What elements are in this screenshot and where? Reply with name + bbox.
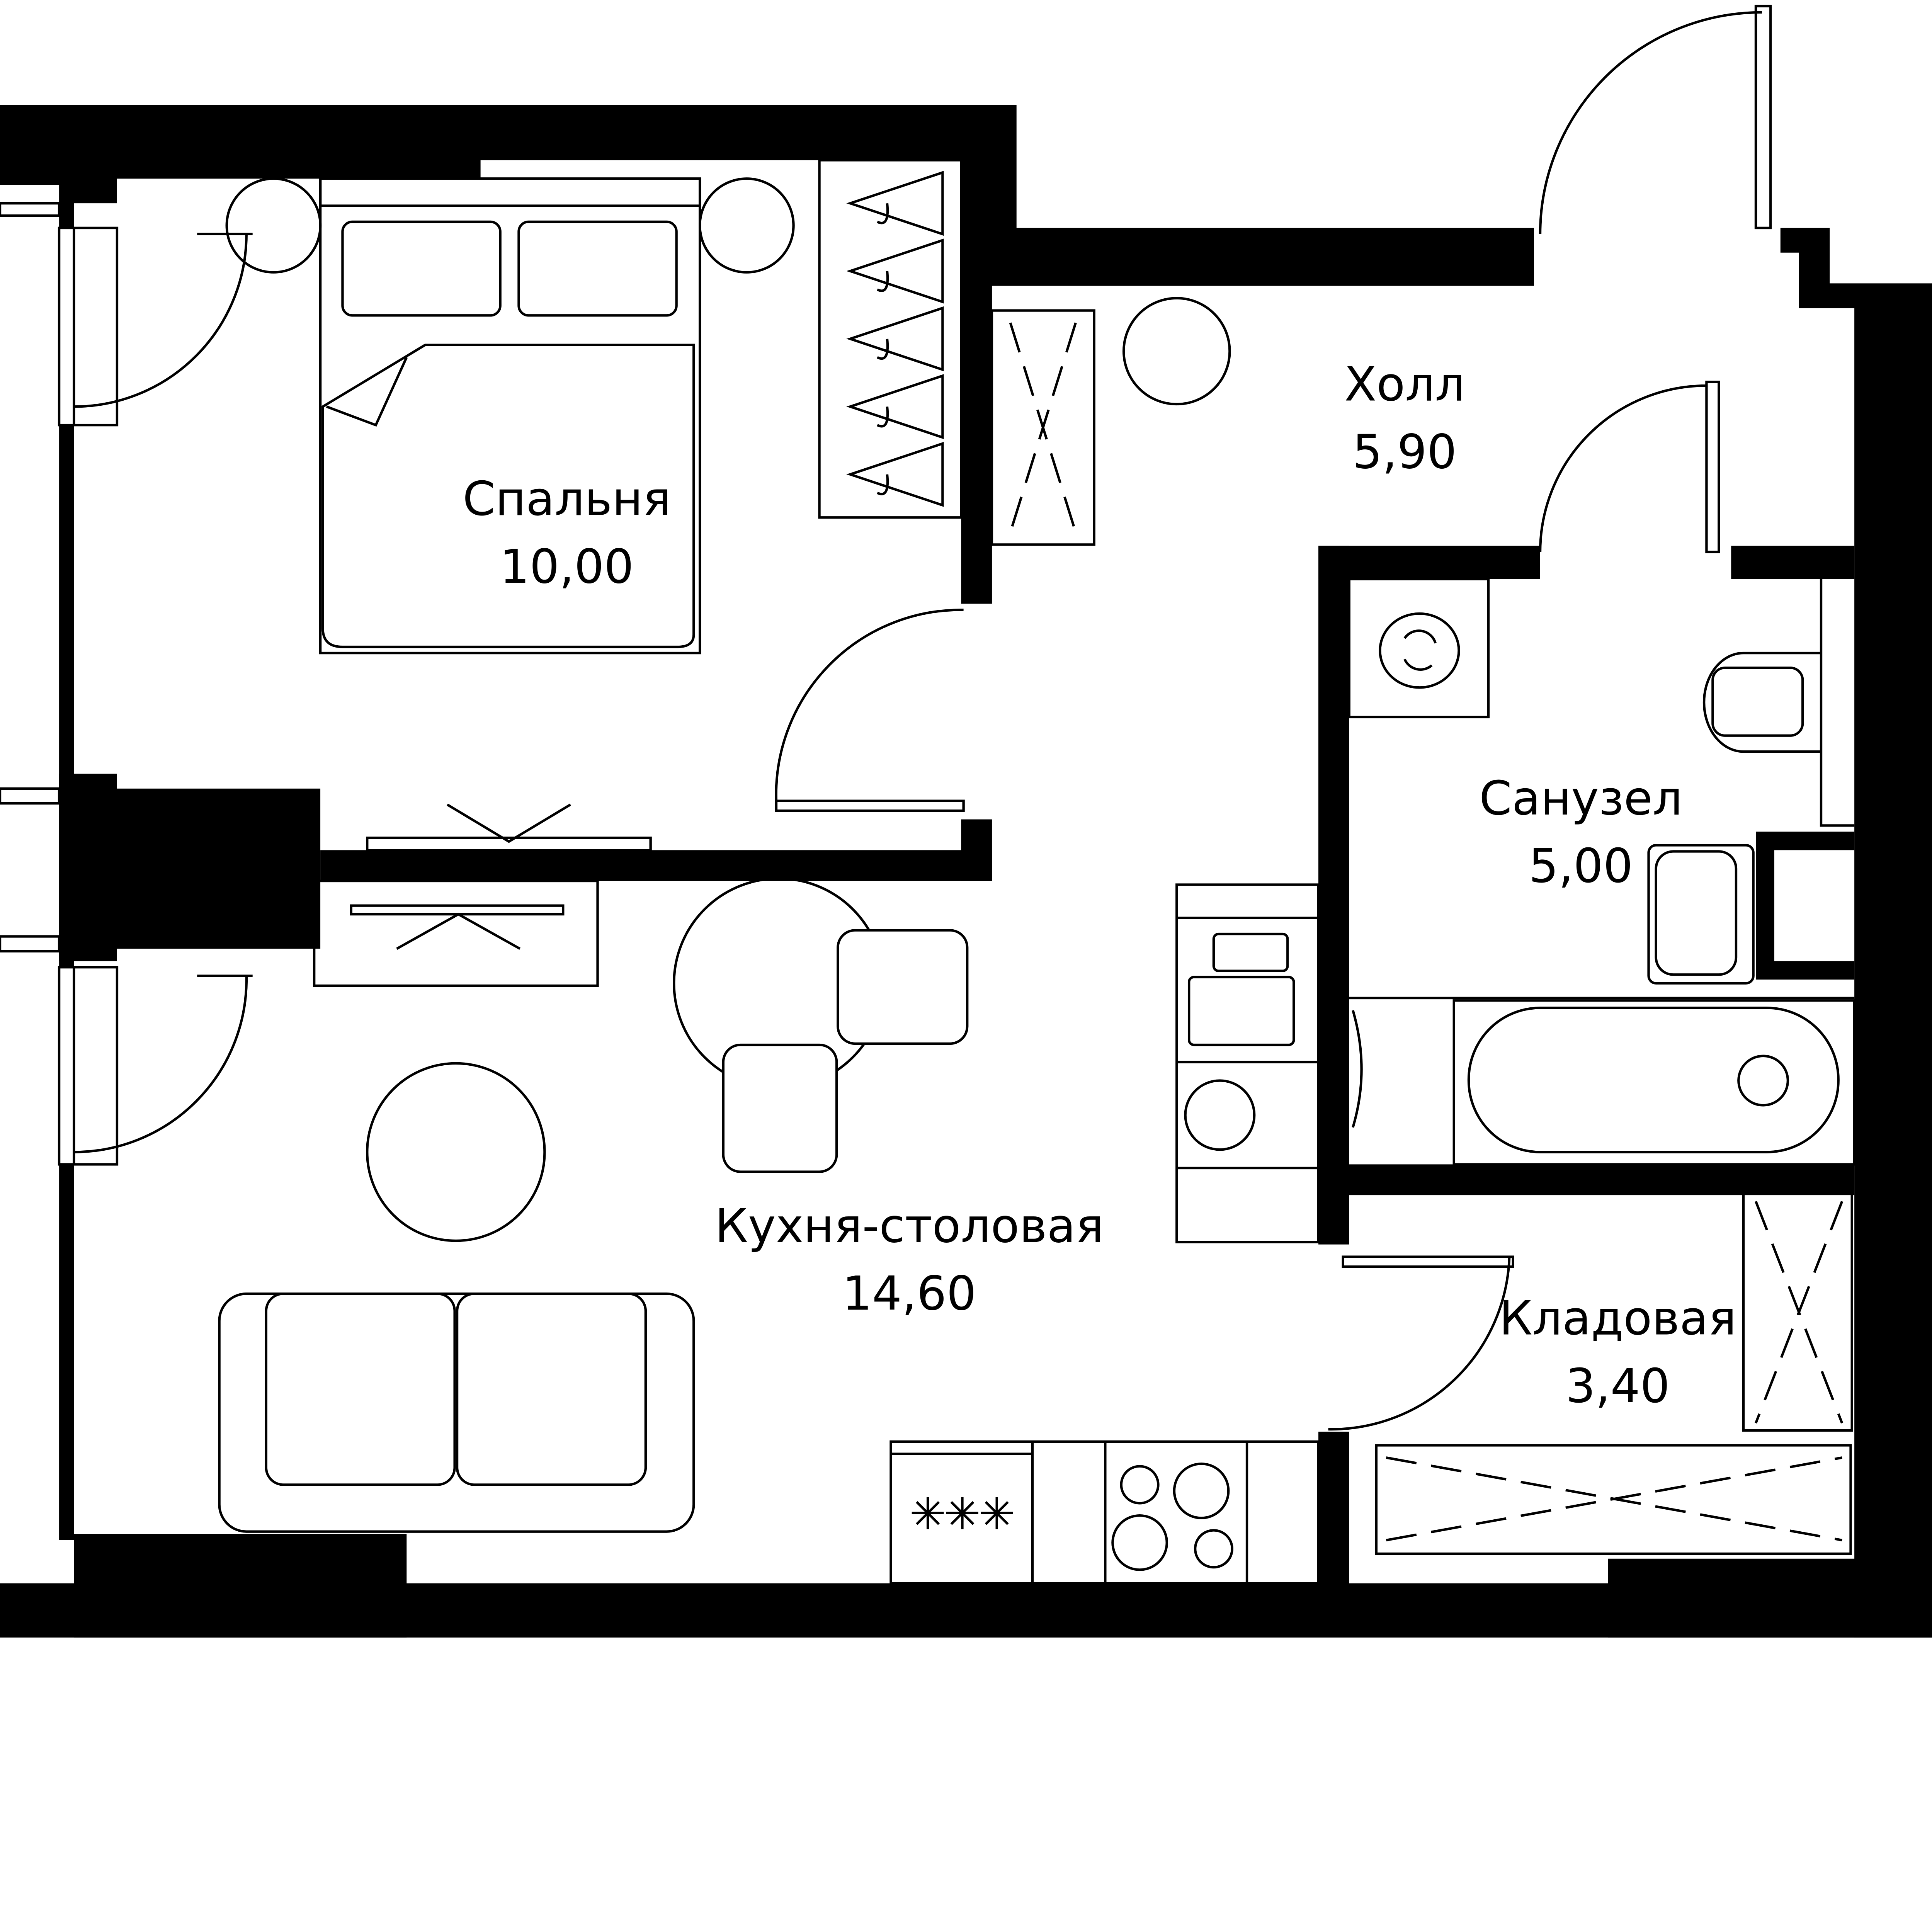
washing-machine (1348, 578, 1490, 719)
door-bedroom (775, 609, 965, 812)
window-left-top (0, 202, 61, 217)
kitchen-sink (1187, 976, 1295, 1046)
kitchen-sink-small (1212, 932, 1289, 972)
room-name-bedroom: Спальня (463, 472, 671, 526)
dishwasher-icon (1184, 1079, 1256, 1151)
bathtub-drain (1737, 1054, 1789, 1107)
wall-bath-left (1318, 546, 1349, 1245)
walls (0, 105, 1932, 1638)
window-kitchen (58, 966, 119, 1166)
bedroom-cabinet-mark (446, 803, 571, 843)
bathtub-inner (1467, 1007, 1840, 1153)
shaft (1756, 832, 1855, 980)
window-left-mid2 (0, 935, 61, 952)
washbasin (1647, 844, 1755, 985)
bed-headboard (319, 177, 701, 207)
pantry-cabinet-x (1386, 1456, 1842, 1542)
bedroom-cabinet (366, 837, 652, 852)
blanket (321, 344, 695, 648)
room-name-hall: Холл (1344, 357, 1465, 412)
chair-1 (837, 929, 969, 1045)
wardrobe (818, 159, 963, 519)
hall-wardrobe-x (1009, 322, 1077, 533)
washing-machine-cycle-icon (1403, 629, 1437, 671)
room-labels: Спальня 10,00 Холл 5,90 Санузел 5,00 Кух… (463, 357, 1736, 1413)
coffee-table (366, 1062, 546, 1242)
hall-wardrobe (990, 309, 1095, 546)
bathtub (1452, 999, 1856, 1166)
cabinet-low-mark (350, 904, 565, 950)
freezer-icon (912, 1497, 1013, 1529)
wall-bath-top-right (1731, 546, 1855, 579)
pantry-furniture (1375, 1191, 1853, 1555)
pantry-cabinet (1375, 1444, 1852, 1555)
room-name-pantry: Кладовая (1499, 1291, 1736, 1345)
kitchen-furniture (218, 877, 1320, 1585)
pillow-left (341, 220, 502, 317)
window-sash-kitchen (74, 975, 253, 1153)
pantry-shelf (1742, 1191, 1853, 1432)
stove (1111, 1463, 1233, 1571)
hanger-icons (846, 171, 944, 507)
floor-plan: Спальня 10,00 Холл 5,90 Санузел 5,00 Кух… (0, 5, 1932, 1638)
nightstand-left (225, 177, 322, 274)
window-sash-bedroom (74, 233, 253, 408)
bathroom-fixtures (1348, 578, 1856, 1166)
room-area-bedroom: 10,00 (500, 539, 634, 594)
wall-bottom-right (1608, 1558, 1932, 1638)
windows (0, 202, 119, 1166)
room-area-kitchen: 14,60 (842, 1267, 976, 1321)
towel-rail (1352, 1010, 1363, 1128)
room-name-bathroom: Санузел (1479, 771, 1682, 826)
room-name-kitchen: Кухня-столовая (715, 1199, 1104, 1253)
wall-mid-block (117, 788, 321, 949)
room-area-hall: 5,90 (1352, 425, 1457, 480)
pillow-right (517, 220, 678, 317)
wall-top-left (0, 105, 1534, 604)
wall-bottom-left (74, 1534, 407, 1638)
door-bathroom (1539, 381, 1720, 553)
door-entrance (1539, 5, 1772, 234)
wall-door-jamb (961, 819, 992, 881)
sofa-cushion-right (456, 1293, 647, 1486)
sofa-cushion-left (265, 1293, 456, 1486)
wall-bedroom-kitchen (320, 850, 992, 881)
room-area-bathroom: 5,00 (1529, 839, 1633, 893)
wall-bath-top-left (1318, 546, 1540, 579)
bedroom-furniture (225, 159, 963, 852)
sofa (218, 1293, 695, 1533)
cabinet-low (313, 879, 599, 987)
wall-bath-pantry (1349, 1164, 1855, 1196)
hall-pouf (1122, 297, 1231, 406)
washbasin-bowl (1655, 850, 1738, 976)
washing-machine-drum (1379, 612, 1460, 689)
pantry-shelf-x (1755, 1201, 1844, 1424)
window-bedroom (58, 226, 119, 427)
door-pantry (1328, 1255, 1515, 1431)
bed (319, 177, 701, 655)
wall-pantry-left (1318, 1432, 1349, 1586)
room-area-pantry: 3,40 (1566, 1359, 1670, 1413)
toilet (1702, 579, 1855, 827)
nightstand-right (699, 177, 795, 274)
wall-top-right (1780, 228, 1932, 1638)
wall-mid-left (59, 774, 117, 961)
doors (74, 5, 1772, 1431)
hall-furniture (990, 297, 1231, 546)
window-left-mid (0, 787, 61, 805)
chair-2 (722, 1043, 838, 1173)
toilet-seat (1711, 667, 1804, 737)
